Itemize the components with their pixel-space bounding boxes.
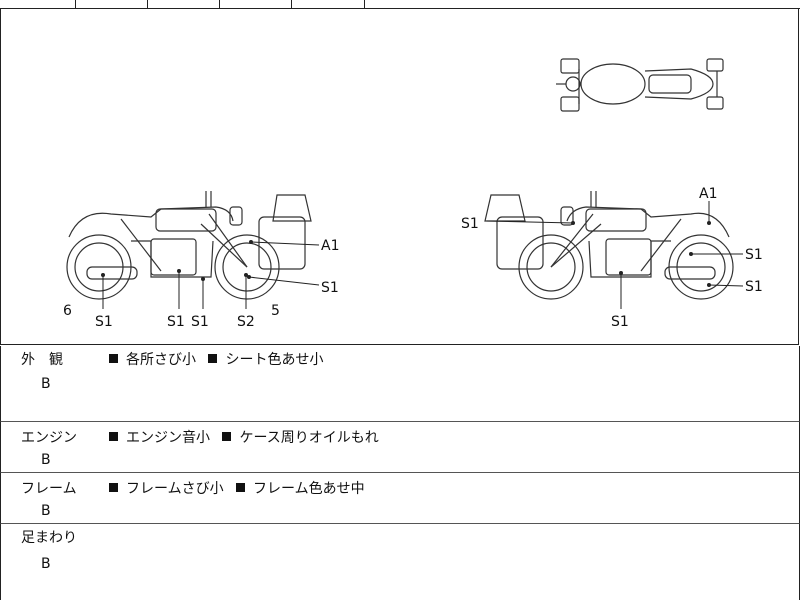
section-grade: B <box>41 452 51 468</box>
section-title: 足まわり <box>21 530 77 546</box>
damage-label: A1 <box>321 238 339 254</box>
damage-label: S1 <box>95 314 113 330</box>
header-cell-divider <box>75 0 76 8</box>
damage-label: S2 <box>237 314 255 330</box>
section-notes: フレームさび小 フレーム色あせ中 <box>109 479 373 499</box>
section-notes: エンジン音小 ケース周りオイルもれ <box>109 428 387 448</box>
note-item: シート色あせ小 <box>225 352 324 368</box>
bullet-square-icon <box>109 483 118 492</box>
bullet-square-icon <box>109 354 118 363</box>
motorcycle-damage-diagram: A1 S1 6 S1 S1 S1 S2 5 <box>0 9 799 345</box>
header-cell-divider <box>291 0 292 8</box>
damage-label: S1 <box>461 216 479 232</box>
bullet-square-icon <box>109 432 118 441</box>
bullet-square-icon <box>236 483 246 492</box>
motorcycle-right-view <box>484 191 734 300</box>
note-item: ケース周りオイルもれ <box>239 430 379 446</box>
damage-label: A1 <box>699 186 717 202</box>
section-exterior: 外 観 B 各所さび小 シート色あせ小 <box>0 346 800 422</box>
right-leader-lines <box>486 201 744 309</box>
section-title: エンジン <box>21 430 77 446</box>
motorcycle-top-view <box>556 58 724 112</box>
section-grade: B <box>41 376 51 392</box>
section-frame: フレーム B フレームさび小 フレーム色あせ中 <box>0 473 800 524</box>
note-item: エンジン音小 <box>126 430 210 446</box>
section-title: フレーム <box>21 481 77 497</box>
left-leader-lines <box>102 241 320 309</box>
left-leader-dots <box>101 240 253 281</box>
note-item: フレームさび小 <box>126 481 224 497</box>
right-leader-dots <box>571 221 711 287</box>
header-cell-divider <box>219 0 220 8</box>
damage-label: S1 <box>745 279 763 295</box>
section-engine: エンジン B エンジン音小 ケース周りオイルもれ <box>0 422 800 473</box>
damage-label: 6 <box>63 303 72 319</box>
motorcycle-left-view <box>66 191 312 300</box>
section-grade: B <box>41 556 51 572</box>
header-cell-divider <box>364 0 365 8</box>
section-grade: B <box>41 503 51 519</box>
header-table-row <box>0 0 800 9</box>
damage-label: S1 <box>745 247 763 263</box>
section-title: 外 観 <box>21 352 63 368</box>
section-suspension: 足まわり B <box>0 524 800 600</box>
header-cell-divider <box>147 0 148 8</box>
note-item: フレーム色あせ中 <box>253 481 365 497</box>
section-notes: 各所さび小 シート色あせ小 <box>109 350 331 370</box>
damage-label: S1 <box>611 314 629 330</box>
damage-label: S1 <box>191 314 209 330</box>
bullet-square-icon <box>208 354 218 363</box>
motorcycle-drawings: A1 S1 6 S1 S1 S1 S2 5 <box>63 58 763 330</box>
bullet-square-icon <box>222 432 232 441</box>
note-item: 各所さび小 <box>126 352 196 368</box>
damage-label: 5 <box>271 303 280 319</box>
damage-label: S1 <box>321 280 339 296</box>
damage-label: S1 <box>167 314 185 330</box>
